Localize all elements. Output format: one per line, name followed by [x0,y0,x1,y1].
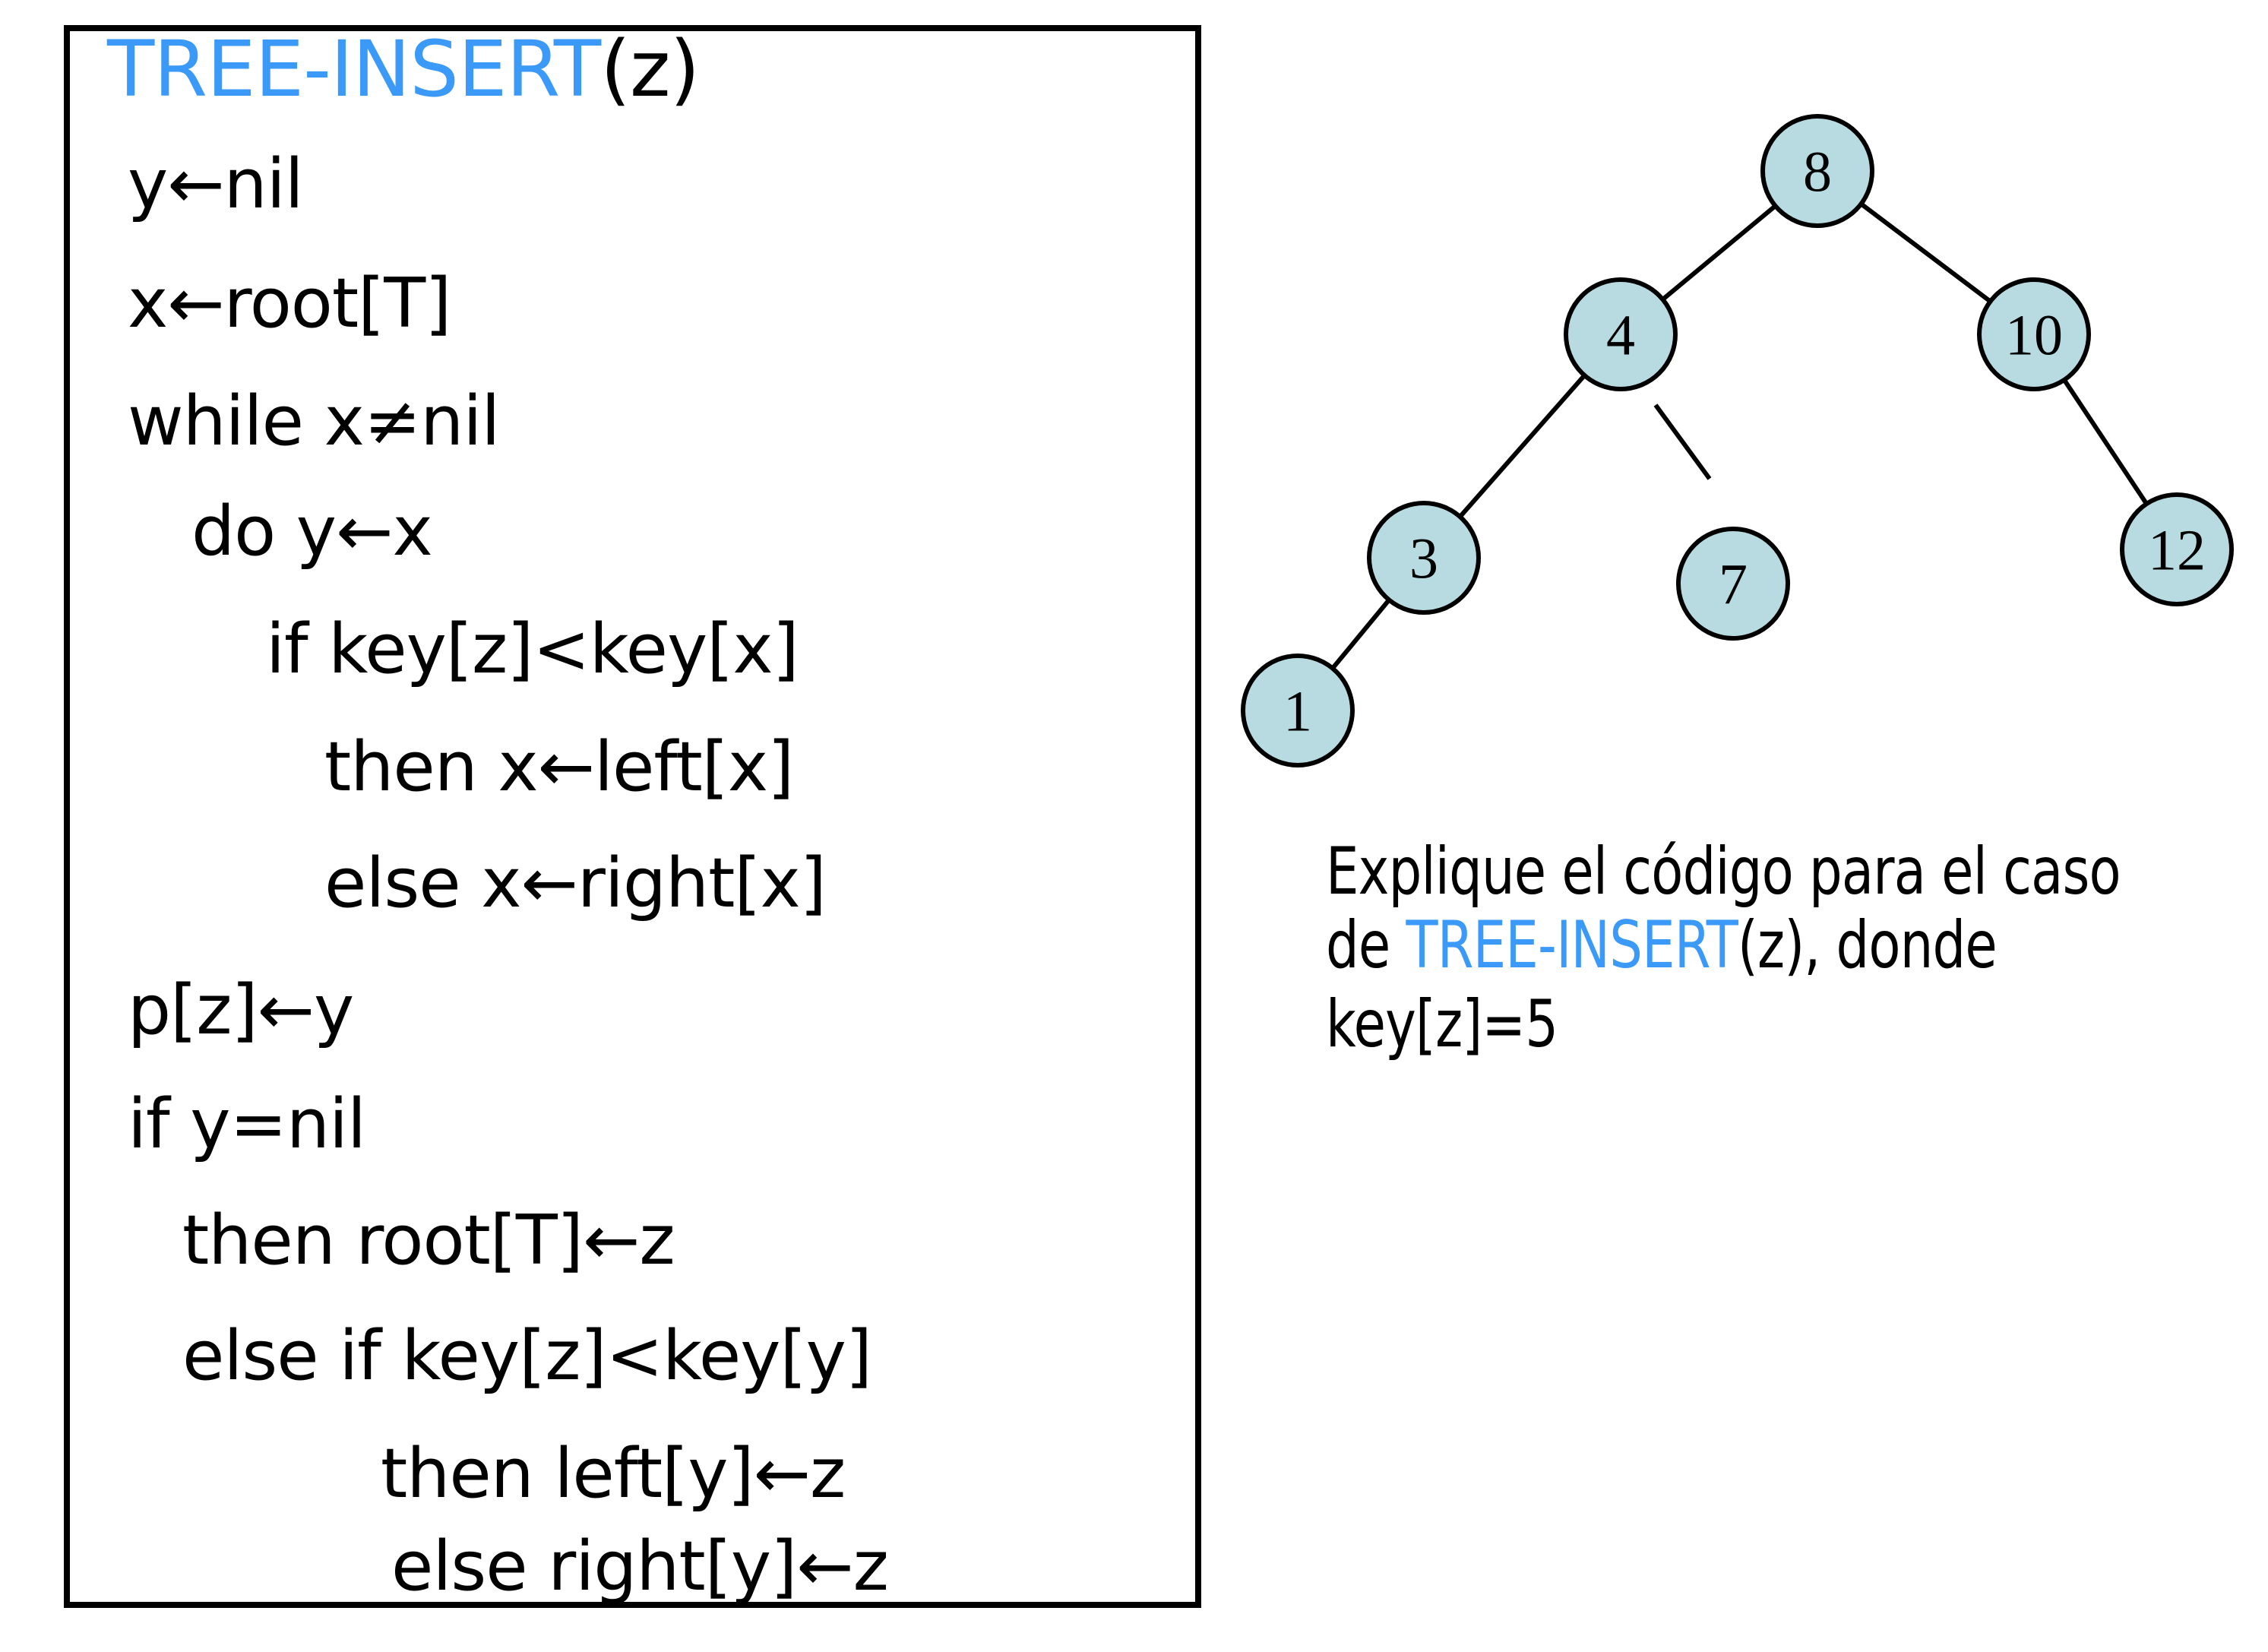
pseudocode-line-1: y←nil [128,144,304,224]
tree-node-3 [1367,501,1481,615]
note-text: de [1326,907,1406,983]
pseudocode-line-3: while x≠nil [128,381,500,461]
pseudocode-line-13: else right[y]←z [391,1527,889,1606]
note-text: key[z]=5 [1326,986,1558,1062]
pseudocode-line-5: if key[z]<key[x] [266,609,799,689]
tree-edge-4-7 [1653,404,1712,480]
pseudocode-line-11: else if key[z]<key[y] [182,1316,872,1396]
pseudocode-line-10: then root[T]←z [182,1201,675,1280]
pseudocode-line-2: x←root[T] [128,264,451,343]
pseudocode-title: TREE-INSERT(z) [107,31,700,109]
pseudocode-line-6: then x←left[x] [324,727,794,807]
tree-node-10 [1977,277,2091,391]
note-text: Explique el código para el caso [1326,834,2121,910]
note-text: (z), donde [1738,907,1998,983]
pseudocode-box [64,25,1201,1608]
tree-node-12 [2120,492,2234,606]
pseudocode-line-12: then left[y]←z [381,1434,846,1514]
pseudocode-line-9: if y=nil [128,1084,366,1164]
procedure-args: (z) [600,24,700,115]
tree-node-8 [1760,114,1874,228]
tree-node-label-12: 12 [2148,519,2206,583]
tree-node-label-7: 7 [1719,553,1748,617]
tree-node-label-1: 1 [1283,680,1312,744]
tree-node-7 [1676,527,1790,641]
pseudocode-line-4: do y←x [191,492,433,571]
tree-node-label-8: 8 [1803,141,1832,204]
tree-node-label-3: 3 [1409,527,1438,591]
tree-node-1 [1241,654,1355,767]
tree-node-label-10: 10 [2005,304,2063,368]
procedure-name: TREE-INSERT [107,24,601,115]
note-line-1: Explique el código para el caso [1326,839,2121,904]
note-procedure-name: TREE-INSERT [1406,907,1738,983]
pseudocode-line-8: p[z]←y [128,970,354,1050]
tree-node-label-4: 4 [1606,304,1635,368]
pseudocode-line-7: else x←right[x] [324,843,827,923]
tree-node-4 [1564,277,1678,391]
note-line-3: key[z]=5 [1326,992,1558,1057]
note-line-2: de TREE-INSERT(z), donde [1326,913,1998,978]
